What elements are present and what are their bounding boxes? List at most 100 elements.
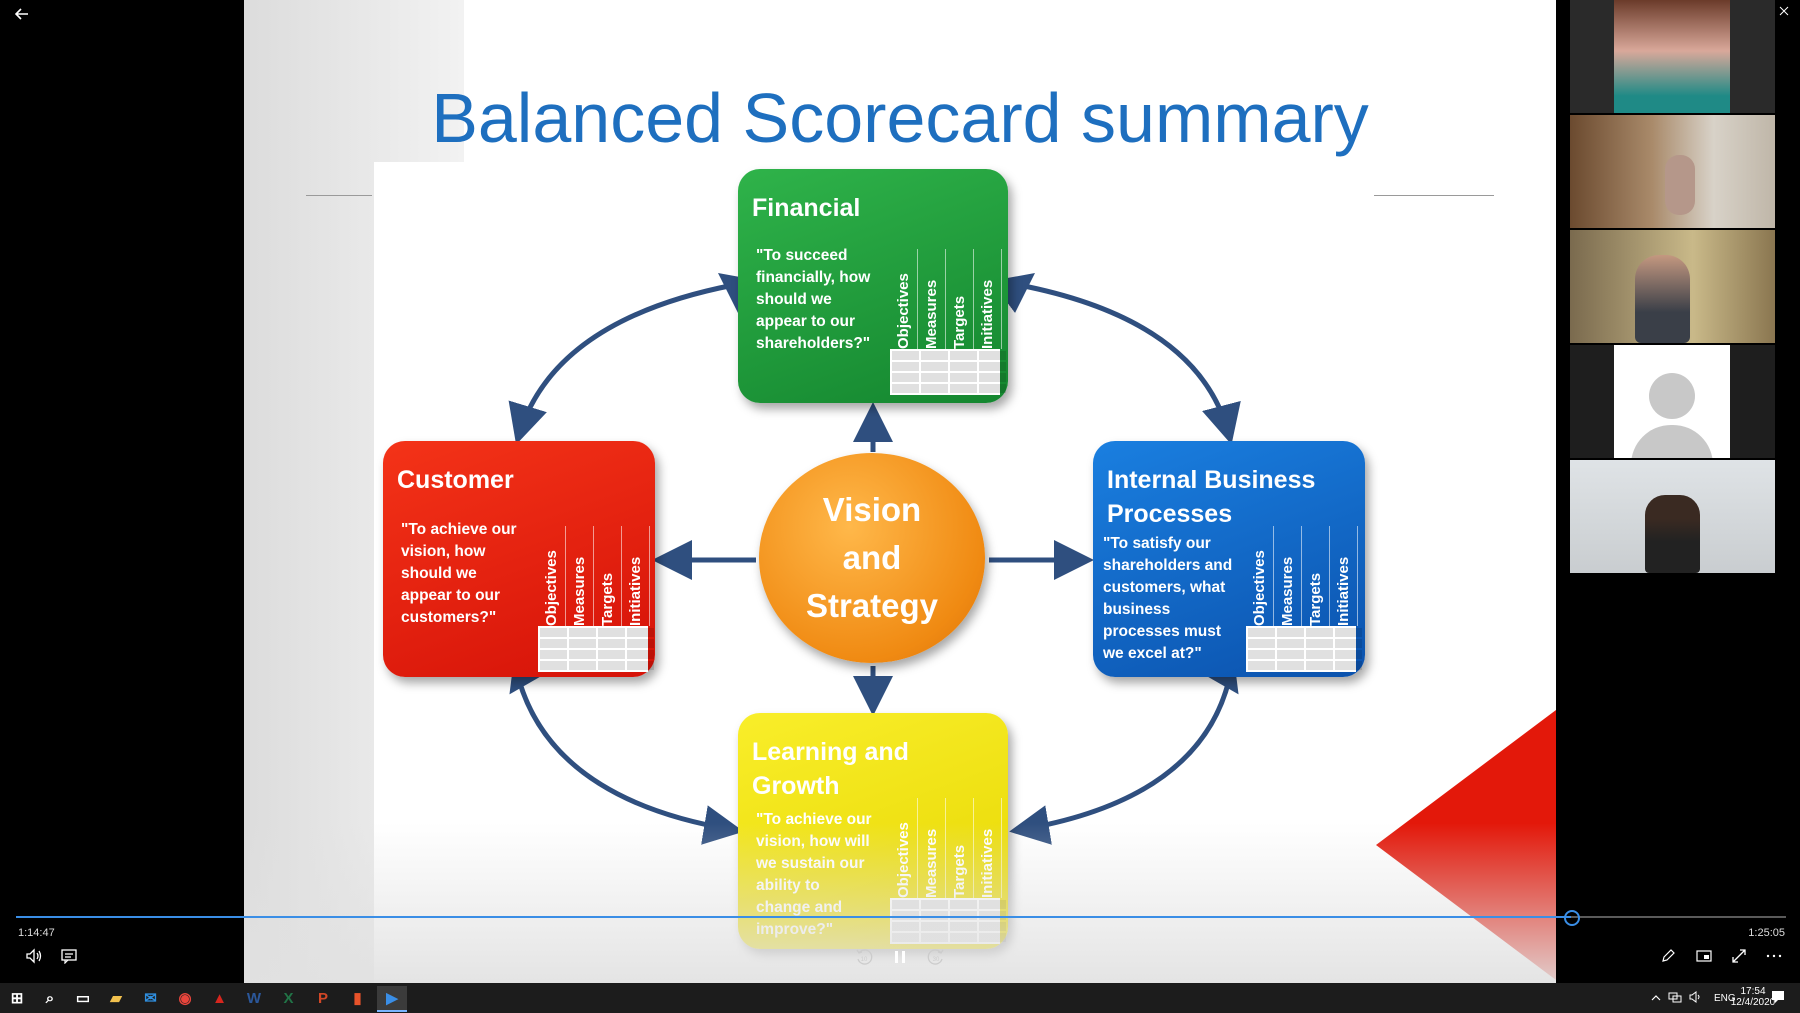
- network-icon[interactable]: [1668, 990, 1682, 1009]
- arrow-financial-to-customer: [508, 282, 735, 445]
- speaker-icon[interactable]: [1688, 990, 1702, 1009]
- column-header: Initiatives: [622, 526, 650, 626]
- pause-button[interactable]: [886, 944, 914, 970]
- picture-in-picture-icon: [1696, 950, 1712, 962]
- person-body-icon: [1631, 425, 1713, 458]
- clock-time: 17:54: [1740, 986, 1766, 997]
- task-view-icon[interactable]: ▭: [75, 990, 91, 1007]
- mini-view-button[interactable]: [1690, 943, 1718, 969]
- title-rule-left: [306, 195, 372, 196]
- clock-date: 12/4/2020: [1730, 997, 1776, 1008]
- participant-avatar: [1665, 155, 1695, 215]
- participant-video-3[interactable]: [1570, 230, 1775, 343]
- column-header: Objectives: [890, 249, 918, 349]
- column-header: Measures: [918, 249, 946, 349]
- arrowhead-financial-right: [991, 273, 1035, 313]
- word-icon[interactable]: W: [246, 989, 262, 1007]
- pencil-icon: [1662, 949, 1675, 962]
- more-icon: [1766, 954, 1782, 958]
- volume-icon: [26, 948, 42, 964]
- participant-video-2[interactable]: [1570, 115, 1775, 228]
- chevron-up-icon: [1651, 995, 1661, 1001]
- participant-video-5[interactable]: [1570, 460, 1775, 573]
- participant-placeholder: [1614, 345, 1730, 458]
- expand-icon: [1732, 949, 1746, 963]
- chrome-icon[interactable]: ◉: [178, 990, 192, 1007]
- participant-avatar: [1645, 495, 1700, 573]
- financial-measures-table: Objectives Measures Targets Initiatives: [890, 249, 1006, 395]
- input-language[interactable]: ENG: [1714, 993, 1736, 1004]
- center-line: and: [842, 539, 902, 576]
- customer-measures-table: Objectives Measures Targets Initiatives: [538, 526, 654, 672]
- measures-grid: [538, 626, 654, 672]
- center-line: Strategy: [805, 587, 939, 624]
- financial-quote: "To succeed financially, how should we a…: [756, 247, 871, 352]
- skip-back-button[interactable]: 10: [850, 944, 878, 970]
- participant-avatar: [1614, 0, 1730, 113]
- participant-video-4[interactable]: [1570, 345, 1775, 458]
- start-icon[interactable]: ⊞: [10, 990, 24, 1007]
- arrow-financial-to-internal: [1018, 282, 1241, 445]
- column-header: Targets: [1302, 526, 1330, 626]
- powerpoint-icon[interactable]: P: [317, 989, 328, 1007]
- measures-grid: [890, 349, 1006, 395]
- excel-icon[interactable]: X: [283, 989, 294, 1007]
- clock[interactable]: 17:54 12/4/2020: [1718, 986, 1788, 1008]
- participant-video-1[interactable]: [1570, 0, 1775, 113]
- close-icon: [1779, 6, 1789, 16]
- captions-button[interactable]: [55, 943, 83, 969]
- internal-quote: "To satisfy our shareholders and custome…: [1103, 535, 1233, 662]
- file-explorer-icon[interactable]: ▰: [110, 990, 122, 1007]
- elapsed-time: 1:14:47: [18, 927, 55, 939]
- vision-strategy-circle: Vision and Strategy: [759, 453, 985, 663]
- back-arrow-icon: [15, 8, 28, 20]
- notifications-icon[interactable]: [1770, 989, 1786, 1010]
- close-window-button[interactable]: [1768, 0, 1800, 22]
- player-overlay-gradient: [244, 823, 1556, 983]
- internal-measures-table: Objectives Measures Targets Initiatives: [1246, 526, 1362, 672]
- captions-icon: [61, 949, 77, 964]
- annotate-button[interactable]: [1654, 943, 1682, 969]
- learning-title: Learning and Growth: [752, 738, 909, 800]
- column-header: Targets: [594, 526, 622, 626]
- customer-title: Customer: [397, 466, 514, 494]
- customer-quote: "To achieve our vision, how should we ap…: [401, 521, 517, 626]
- internal-title: Internal Business Processes: [1107, 466, 1316, 528]
- column-header: Targets: [946, 249, 974, 349]
- acrobat-icon[interactable]: ▲: [212, 989, 227, 1007]
- search-icon[interactable]: ⌕: [45, 989, 55, 1007]
- arrow-internal-to-learning: [1009, 679, 1232, 845]
- column-header: Measures: [566, 526, 594, 626]
- skip-back-label: 10: [861, 957, 868, 963]
- column-header: Objectives: [1246, 526, 1274, 626]
- volume-button[interactable]: [20, 943, 48, 969]
- office-icon[interactable]: ▮: [353, 990, 362, 1007]
- show-hidden-icons-button[interactable]: [1646, 988, 1666, 1008]
- column-header: Measures: [1274, 526, 1302, 626]
- financial-title: Financial: [752, 194, 861, 222]
- measures-grid: [1246, 626, 1362, 672]
- seek-bar-handle[interactable]: [1564, 910, 1580, 926]
- presentation-slide: Balanced Scorecard summary Fi: [244, 0, 1556, 983]
- pause-icon: [895, 951, 905, 963]
- internal-business-box: Internal Business Processes "To satisfy …: [1093, 441, 1365, 677]
- scorecard-arrows: [508, 273, 1241, 845]
- back-button[interactable]: [8, 2, 36, 26]
- column-header: Objectives: [538, 526, 566, 626]
- column-header: Initiatives: [1330, 526, 1358, 626]
- more-options-button[interactable]: [1760, 943, 1788, 969]
- financial-box: Financial "To succeed financially, how s…: [738, 169, 1008, 403]
- column-header: Initiatives: [974, 249, 1002, 349]
- fullscreen-button[interactable]: [1725, 943, 1753, 969]
- skip-back-10-icon: 10: [856, 949, 873, 965]
- seek-bar-progress: [16, 916, 1571, 918]
- media-player-icon[interactable]: ▶: [377, 986, 407, 1012]
- arrow-customer-to-learning: [516, 679, 744, 845]
- arrowhead-financial-left: [718, 273, 762, 313]
- skip-forward-button[interactable]: 30: [922, 944, 950, 970]
- center-line: Vision: [822, 491, 922, 528]
- total-duration: 1:25:05: [1748, 927, 1785, 939]
- skip-forward-30-icon: 30: [927, 949, 944, 965]
- mail-icon[interactable]: ✉: [144, 990, 157, 1007]
- arrowhead-internal-bottom: [1199, 649, 1239, 695]
